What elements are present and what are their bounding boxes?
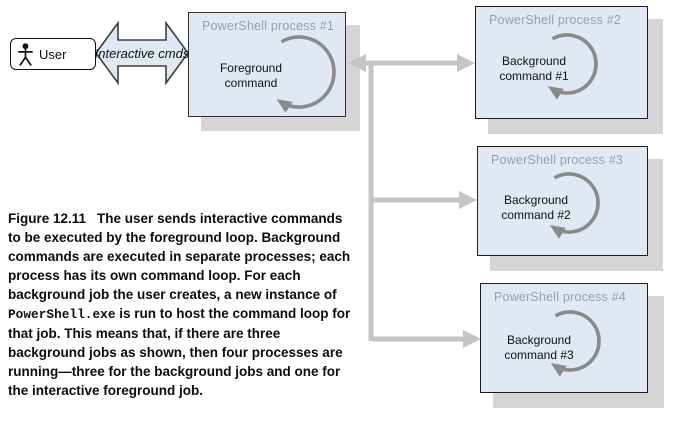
caption-text-before-code: The user sends interactive commands to b…	[8, 211, 351, 302]
process3-title: PowerShell process #3	[491, 153, 624, 167]
process2-box: PowerShell process #2 Background command…	[475, 6, 648, 119]
figure-number: Figure 12.11	[8, 211, 87, 226]
process4-box: PowerShell process #4 Background command…	[480, 283, 648, 393]
process3-command-label: Background command #2	[501, 193, 571, 222]
process3-box: PowerShell process #3 Background command…	[477, 146, 648, 256]
interactive-cmds-label: Interactive cmds	[94, 45, 190, 61]
process1-command-label: Foreground command	[219, 61, 283, 90]
caption-code-powershell-exe: PowerShell.exe	[8, 307, 116, 322]
command-loop-icon	[550, 310, 601, 377]
process1-box: PowerShell process #1 Foreground command	[188, 12, 346, 117]
arrowhead-into-process3	[459, 191, 477, 209]
user-label: User	[39, 46, 67, 62]
arrowhead-into-process1	[348, 54, 366, 72]
user-person-icon	[18, 42, 33, 66]
command-loop-icon	[276, 35, 336, 113]
arrowhead-into-process2	[457, 54, 475, 72]
process1-title: PowerShell process #1	[202, 19, 335, 33]
arrowhead-into-process4	[463, 330, 481, 348]
caption-text-after-code: is run to host the command loop for that…	[8, 306, 351, 398]
command-loop-icon	[549, 172, 600, 239]
process2-command-label: Background command #1	[499, 54, 569, 83]
process4-title: PowerShell process #4	[494, 290, 627, 304]
user-box: User	[10, 38, 96, 70]
command-loop-icon	[547, 33, 598, 100]
process4-command-label: Background command #3	[504, 333, 574, 362]
process2-title: PowerShell process #2	[489, 13, 622, 27]
